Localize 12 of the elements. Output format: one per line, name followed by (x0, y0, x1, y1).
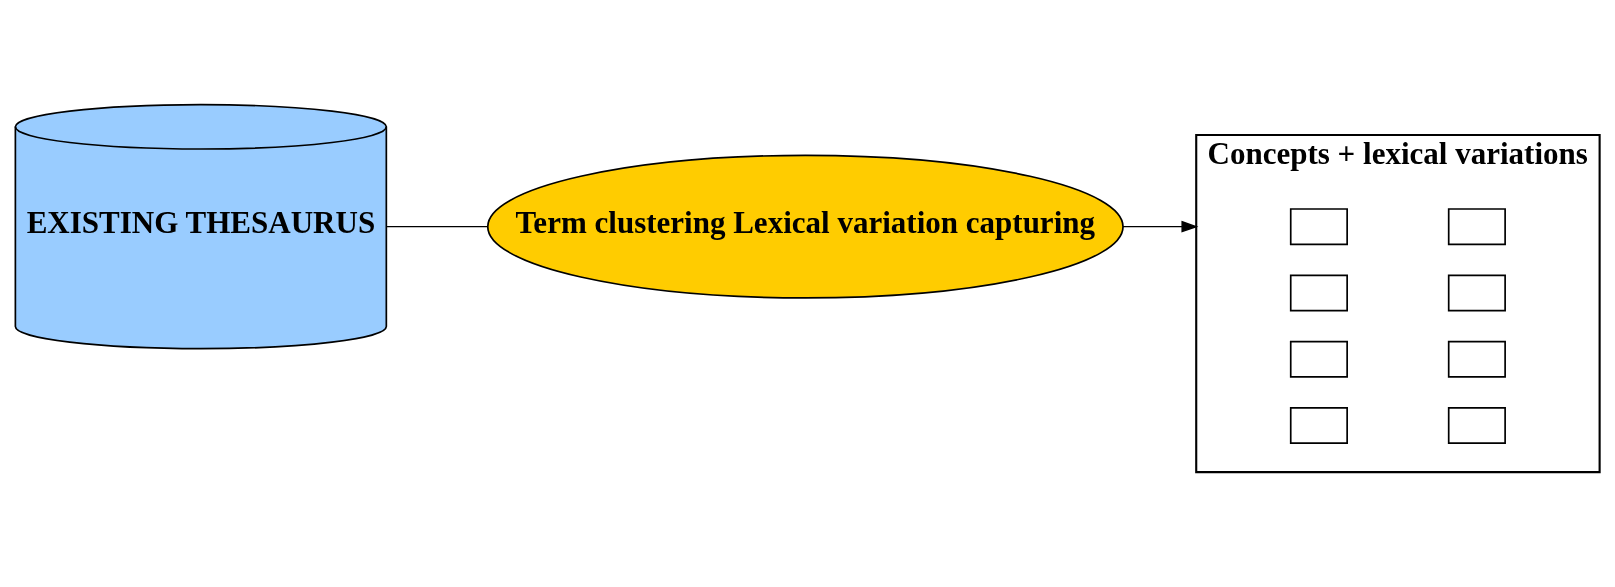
node-box (1289, 340, 1348, 378)
connector (385, 225, 489, 227)
node-box (1289, 406, 1348, 444)
node-ellipse: Term clustering Lexical variation capturing (486, 154, 1124, 299)
arrow (1122, 220, 1199, 233)
node-box (1447, 406, 1506, 444)
node-box (1447, 207, 1506, 245)
node-box (1447, 273, 1506, 311)
node-box (1289, 207, 1348, 245)
node-box (1289, 273, 1348, 311)
node-box (1447, 340, 1506, 378)
cluster: Concepts + lexical variations (1195, 133, 1601, 473)
